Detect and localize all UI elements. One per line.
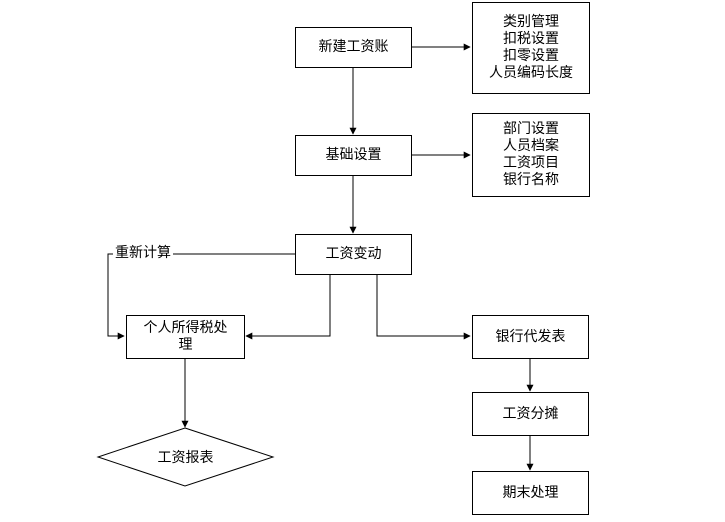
option-personnel: 人员档案	[503, 138, 559, 154]
basic-settings-node: 基础设置	[295, 135, 412, 176]
option-department: 部门设置	[503, 121, 559, 137]
new-payroll-node: 新建工资账	[295, 27, 412, 68]
arrow-recalc-loop	[107, 253, 295, 340]
new-payroll-options-node: 类别管理 扣税设置 扣零设置 人员编码长度	[472, 2, 590, 94]
salary-allocation-label: 工资分摊	[502, 405, 559, 422]
arrow-change-to-tax	[245, 274, 331, 340]
salary-change-label: 工资变动	[325, 246, 382, 262]
income-tax-label-line2: 理	[178, 337, 193, 353]
recalc-label: 重新计算	[113, 245, 173, 262]
basic-settings-label: 基础设置	[325, 147, 382, 163]
new-payroll-label: 新建工资账	[318, 39, 389, 55]
income-tax-node: 个人所得税处 理	[126, 315, 245, 359]
bank-payment-node: 银行代发表	[472, 315, 589, 359]
report-diamond-shape	[96, 427, 275, 487]
period-end-node: 期末处理	[472, 471, 589, 515]
option-salary-item: 工资项目	[503, 155, 559, 171]
period-end-label: 期末处理	[502, 484, 559, 501]
income-tax-label-line1: 个人所得税处	[143, 320, 228, 336]
basic-settings-options-node: 部门设置 人员档案 工资项目 银行名称	[472, 113, 590, 197]
option-category: 类别管理	[503, 14, 559, 30]
salary-report-label: 工资报表	[157, 450, 214, 466]
option-code-length: 人员编码长度	[489, 65, 573, 81]
salary-allocation-node: 工资分摊	[472, 392, 589, 436]
option-bank-name: 银行名称	[503, 172, 559, 188]
option-tax: 扣税设置	[503, 31, 559, 47]
salary-change-node: 工资变动	[295, 234, 412, 275]
option-rounding: 扣零设置	[503, 48, 559, 64]
arrow-change-to-bank	[376, 274, 471, 340]
bank-payment-label: 银行代发表	[495, 328, 566, 345]
